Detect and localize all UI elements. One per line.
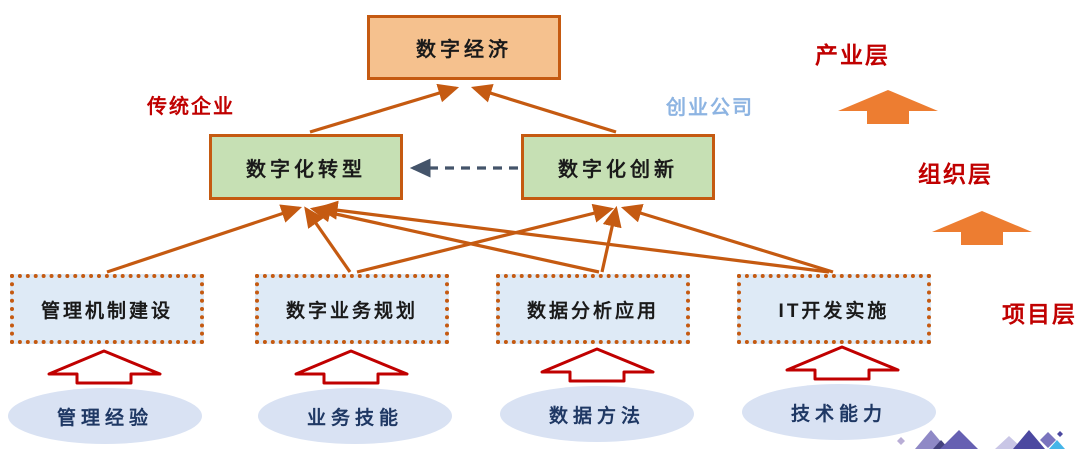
box-data-analysis-application: 数据分析应用 [496,274,690,344]
box-digital-innovation: 数字化创新 [521,134,715,200]
red-hollow-up-arrow-icon [47,349,162,385]
red-hollow-up-arrow-icon [294,349,409,385]
red-hollow-up-arrow-icon [540,347,655,383]
box-digital-economy: 数字经济 [367,15,561,80]
ellipse-technical-capability: 技术能力 [742,384,936,440]
ellipse-business-skills: 业务技能 [258,388,452,444]
box-digital-transformation: 数字化转型 [209,134,403,200]
ellipse-data-methods: 数据方法 [500,386,694,442]
label-startup-company: 创业公司 [666,97,754,119]
box-management-mechanism: 管理机制建设 [10,274,204,344]
orange-up-arrow-icon [838,90,938,124]
red-hollow-up-arrow-icon [785,345,900,381]
label-industry-layer: 产业层 [815,42,890,68]
orange-up-arrow-icon [932,211,1032,245]
box-digital-business-planning: 数字业务规划 [255,274,449,344]
box-it-development: IT开发实施 [737,274,931,344]
label-traditional-enterprise: 传统企业 [147,96,235,118]
label-organization-layer: 组织层 [918,161,993,187]
decorative-triangles [897,430,1065,449]
label-project-layer: 项目层 [1002,301,1077,327]
ellipse-management-experience: 管理经验 [8,388,202,444]
